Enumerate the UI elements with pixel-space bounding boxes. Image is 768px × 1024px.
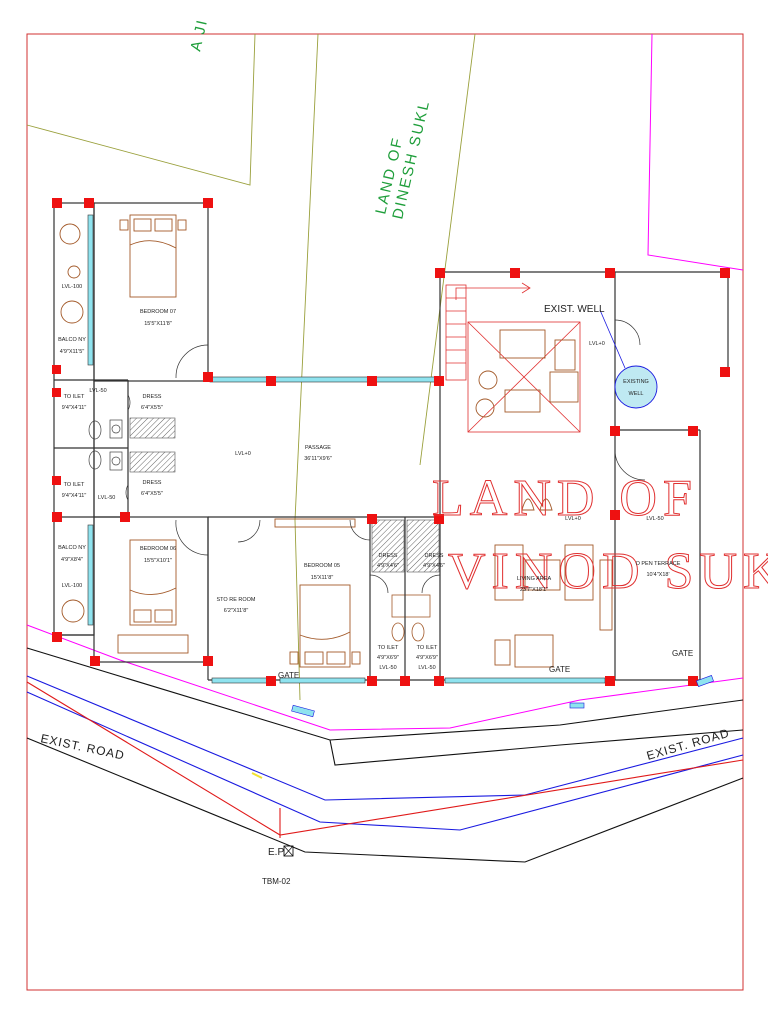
dress-hatch-top [129, 417, 176, 439]
dress-hatch-mid [129, 451, 176, 473]
passage-window [209, 376, 439, 383]
ep-label: E.P [268, 847, 284, 858]
front-window-2 [279, 677, 366, 684]
road-blue-lines [26, 675, 744, 831]
green-boundaries [26, 33, 476, 701]
magenta-boundary [26, 33, 744, 731]
bedroom05-size: 15'X11'8" [311, 575, 334, 581]
sheet-border [26, 33, 744, 991]
toilet-fixtures-right [391, 594, 431, 642]
well-leader [599, 309, 626, 369]
store-room-label: STO RE ROOM [216, 597, 255, 603]
toilet-b-lvl: LVL-50 [418, 665, 435, 671]
dress-top-label: DRESS [143, 394, 162, 400]
living-area-label: LIVING AREA [517, 576, 552, 582]
lvl0-left-label: LVL+0 [235, 451, 251, 457]
balcony-top-label: BALCO NY [58, 337, 86, 343]
dress-hatch-b [406, 519, 440, 573]
bed-bedroom07 [119, 214, 187, 298]
lvl50-toilet-mid: LVL-50 [98, 495, 115, 501]
toilet-b-label: TO ILET [417, 645, 438, 651]
living-area-size: 23'7"X18'1" [520, 587, 548, 593]
gate-mid-label: GATE [549, 665, 570, 674]
lvl100-top-label: LVL-100 [62, 284, 82, 290]
toilet-fixtures-left [88, 419, 123, 471]
toilet-mid-label: TO ILET [64, 482, 85, 488]
bed-bedroom06 [117, 539, 189, 654]
bedroom07-label: BEDROOM 07 [140, 309, 176, 315]
dress-mid-label: DRESS [143, 480, 162, 486]
toilet-a-lvl: LVL-50 [379, 665, 396, 671]
right-wing-walls [260, 271, 729, 680]
exist-road-left-label: EXIST. ROAD [39, 731, 126, 763]
land-top-partial: A JI [187, 17, 211, 53]
balcony-bottom-label: BALCO NY [58, 545, 86, 551]
lvl0-top-right-label: LVL+0 [589, 341, 605, 347]
balcony-chairs [59, 223, 85, 623]
passage-size: 36'11"X9'6" [304, 456, 332, 462]
bedroom05-label: BEDROOM 05 [304, 563, 340, 569]
sofa-set-top [475, 329, 579, 418]
bedroom07-size: 15'5"X11'8" [144, 321, 172, 327]
dress-b-label: DRESS [425, 553, 444, 559]
bed-bedroom05 [274, 518, 361, 668]
toilet-b-size: 4'9"X6'9" [416, 655, 438, 661]
existing-well-label: EXISTING [623, 379, 649, 385]
balcony-top-size: 4'9"X11'5" [60, 349, 85, 355]
lvl100-bottom-label: LVL-100 [62, 583, 82, 589]
toilet-a-label: TO ILET [378, 645, 399, 651]
dress-top-size: 6'4"X5'5" [141, 405, 163, 411]
toilet-a-size: 4'9"X6'9" [377, 655, 399, 661]
gate-right-label: GATE [672, 649, 693, 658]
living-furniture [494, 498, 613, 668]
dress-b-size: 4'9"X4'6" [423, 563, 445, 569]
tbm-label: TBM-02 [262, 877, 291, 886]
dress-a-label: DRESS [379, 553, 398, 559]
bedroom06-size: 15'5"X10'1" [144, 558, 172, 564]
existing-well: EXISTING WELL [614, 365, 658, 409]
gate-left-label: GATE [278, 671, 299, 680]
toilet-top-label: TO ILET [64, 394, 85, 400]
balcony-bottom-size: 4'9"X8'4" [61, 557, 83, 563]
gates [291, 675, 714, 718]
leader-line [251, 772, 263, 779]
front-window-1 [211, 677, 269, 684]
existing-well-label-2: WELL [629, 391, 644, 397]
land-vinod-label-1: LAND OF [432, 470, 698, 527]
ep-marker-cross-2 [283, 845, 294, 857]
toilet-mid-size: 9'4"X4'11" [62, 493, 87, 499]
room-labels: BEDROOM 07 15'5"X11'8" BEDROOM 06 15'5"X… [58, 284, 693, 680]
dress-hatch-a [371, 519, 405, 573]
road-red-lines [26, 681, 744, 838]
dress-mid-size: 6'4"X5'5" [141, 491, 163, 497]
door-swings [125, 319, 646, 594]
bedroom06-label: BEDROOM 06 [140, 546, 176, 552]
open-terrace-label: O PEN TERRACE [636, 561, 681, 567]
lvl50-terrace-label: LVL-50 [646, 516, 663, 522]
ep-marker-icon [283, 845, 294, 857]
passage-label: PASSAGE [305, 445, 331, 451]
lvl0-living-label: LVL+0 [565, 516, 581, 522]
toilet-top-size: 9'4"X4'11" [62, 405, 87, 411]
store-room-size: 6'2"X11'8" [224, 608, 249, 614]
exist-well-label: EXIST. WELL [544, 304, 605, 315]
dress-a-size: 4'9"X4'6" [377, 563, 399, 569]
columns [52, 198, 730, 686]
front-window-3 [444, 677, 606, 684]
left-wing-walls [53, 202, 700, 681]
open-terrace-size: 10'4"X18' [646, 572, 669, 578]
balcony-window-top [87, 214, 94, 366]
road-edges [26, 647, 744, 863]
lvl50-toilet-top: LVL-50 [89, 388, 106, 394]
balcony-window-bottom [87, 524, 94, 626]
